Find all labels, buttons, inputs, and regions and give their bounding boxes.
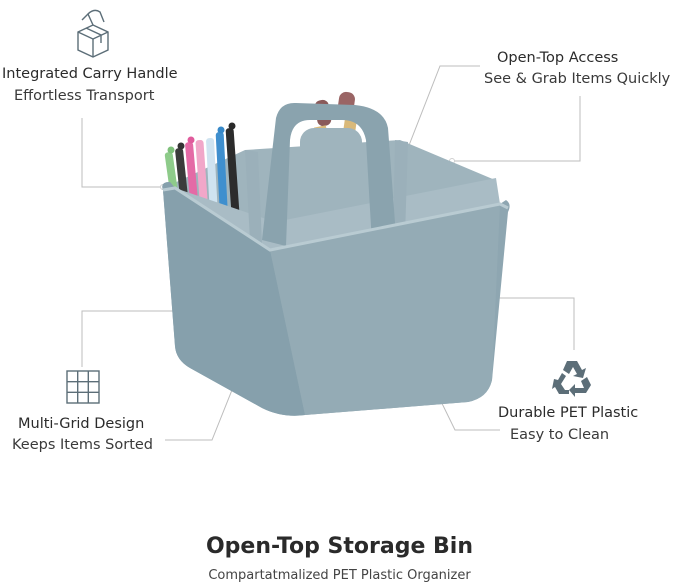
carry-handle-title: Integrated Carry Handle <box>2 66 178 82</box>
multi-grid-subtitle: Keeps Items Sorted <box>12 437 154 453</box>
durable-title: Durable PET Plastic <box>498 405 639 421</box>
open-top-title: Open-Top Access <box>497 50 619 66</box>
product-title: Open-Top Storage Bin <box>205 534 473 559</box>
grid-icon <box>66 370 100 404</box>
durable-subtitle: Easy to Clean <box>510 427 610 443</box>
product-subtitle: Compartatmalized PET Plastic Organizer <box>208 568 471 583</box>
box-icon <box>77 9 109 58</box>
callout-line-open-top-2 <box>452 96 581 162</box>
multi-grid-title: Multi-Grid Design <box>18 416 145 432</box>
carry-handle-subtitle: Effortless Transport <box>14 88 155 104</box>
recycle-icon <box>552 361 591 397</box>
callout-line-handle <box>81 118 163 188</box>
callout-line-open-top <box>405 65 480 154</box>
storage-bin <box>162 91 510 416</box>
open-top-subtitle: See & Grab Items Quickly <box>484 71 671 87</box>
